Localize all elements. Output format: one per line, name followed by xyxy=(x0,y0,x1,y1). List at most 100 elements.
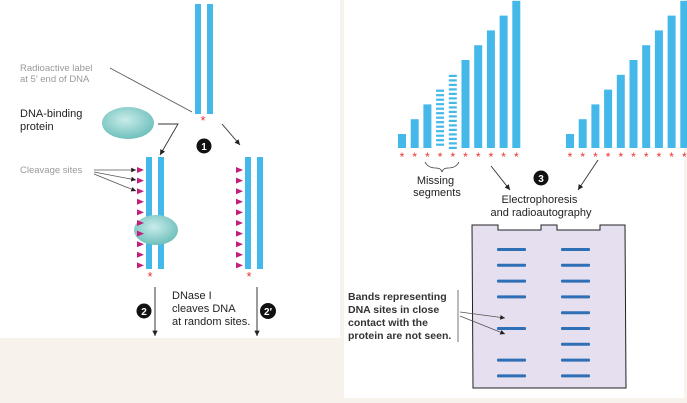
fragment-star: * xyxy=(400,150,405,164)
missing-fragment-dash xyxy=(436,107,445,110)
left-panel xyxy=(0,0,340,403)
cleavage-arrow xyxy=(236,188,243,195)
gel-lane-2-bands xyxy=(561,248,590,378)
missing-fragment-dash xyxy=(448,146,457,149)
gel-band xyxy=(561,358,590,362)
cleavage-arrow xyxy=(137,241,144,248)
missing-fragment-dash xyxy=(436,103,445,106)
dna-fragment xyxy=(474,45,483,149)
missing-fragment-dash xyxy=(448,128,457,131)
missing-fragment-dash xyxy=(448,79,457,82)
radioactive-star-right: * xyxy=(246,269,251,284)
cleavage-arrow xyxy=(236,262,243,269)
fragment-star: * xyxy=(682,150,687,164)
fragment-ladder-left: ********** xyxy=(398,0,521,164)
fragment-star: * xyxy=(438,150,443,164)
fragment-star: * xyxy=(669,150,674,164)
cleavage-arrow xyxy=(137,167,144,173)
gel-slab xyxy=(471,224,627,389)
cleavage-arrow xyxy=(236,177,243,184)
missing-fragment-dash xyxy=(448,142,457,145)
missing-segments-label: Missing segments xyxy=(413,175,461,199)
step-3-number: 3 xyxy=(538,174,544,185)
missing-fragment-dash xyxy=(436,130,445,133)
gel-band xyxy=(497,327,526,330)
cleavage-pointer-2 xyxy=(93,171,137,182)
cleavage-arrow xyxy=(236,220,243,226)
fragment-ladder-right: ********** xyxy=(566,0,687,164)
electro-arrow-right xyxy=(577,159,599,191)
step-3-badge xyxy=(533,170,549,186)
missing-fragment-dash xyxy=(448,106,457,109)
gel-band xyxy=(497,263,526,267)
cleavage-arrow xyxy=(137,188,144,195)
cleavage-arrow xyxy=(137,177,144,184)
radioactive-pointer-line xyxy=(109,67,193,113)
fragment-star: * xyxy=(618,150,623,164)
fragment-star: * xyxy=(568,150,573,164)
cleavage-arrow xyxy=(236,167,243,173)
dna-with-protein xyxy=(146,157,164,269)
gel-band xyxy=(497,279,526,283)
fragment-star: * xyxy=(580,150,585,164)
missing-fragment-dash xyxy=(436,134,445,137)
gel-band xyxy=(561,248,590,251)
radioactive-star-left: * xyxy=(147,269,152,284)
dna-fragment xyxy=(410,119,419,148)
fragment-star: * xyxy=(489,150,494,164)
protein-blob-top xyxy=(102,107,154,139)
cleavage-arrow xyxy=(137,230,144,237)
gel-lane-1-bands xyxy=(497,248,526,378)
step-1-number: 1 xyxy=(201,142,207,153)
cleavage-sites-label: Cleavage sites xyxy=(20,165,83,176)
cleavage-arrow xyxy=(137,198,144,205)
dna-fragment xyxy=(578,119,587,148)
missing-segments-bracket xyxy=(424,161,460,173)
top-dna-duplex xyxy=(195,4,213,114)
radioactive-label-text: Radioactive label at 5′ end of DNA xyxy=(20,63,95,85)
cleavage-arrows-right xyxy=(236,167,243,269)
missing-fragment-dash xyxy=(448,101,457,104)
fragment-star: * xyxy=(501,150,506,164)
fragment-star: * xyxy=(476,150,481,164)
missing-fragment-dash xyxy=(436,89,445,92)
missing-fragment-dash xyxy=(436,143,445,146)
step-2-number: 2 xyxy=(141,307,147,318)
gel-band xyxy=(561,279,590,283)
fragment-star: * xyxy=(463,150,468,164)
missing-fragment-dash xyxy=(448,97,457,100)
gel-band xyxy=(497,248,526,251)
missing-fragment-dash xyxy=(448,119,457,122)
dna-fragment xyxy=(591,104,600,148)
missing-fragment-dash xyxy=(448,133,457,136)
dna-fragment xyxy=(512,0,521,148)
fragment-star: * xyxy=(425,150,430,164)
missing-fragment-dash xyxy=(448,137,457,140)
missing-fragment-dash xyxy=(448,83,457,86)
step-2-badge xyxy=(136,303,152,319)
dnase-text: DNase I cleaves DNA at random sites. xyxy=(172,290,250,328)
fragment-star: * xyxy=(606,150,611,164)
cleavage-arrow xyxy=(137,220,144,226)
cleavage-arrows-left xyxy=(137,167,144,269)
cleavage-arrow xyxy=(137,262,144,269)
dna-fragment xyxy=(629,60,638,148)
gel-band xyxy=(561,263,590,267)
gel-band xyxy=(497,295,526,299)
bands-note: Bands representing DNA sites in close co… xyxy=(348,291,451,342)
dna-fragment xyxy=(604,89,613,148)
step-2prime-badge xyxy=(260,303,276,319)
cleavage-arrow xyxy=(137,209,144,216)
left-panel-footer xyxy=(0,338,340,403)
step-2prime-number: 2′ xyxy=(264,307,273,318)
dna-fragment xyxy=(654,30,663,148)
cleavage-pointer-3 xyxy=(93,173,137,192)
dna-fragment xyxy=(667,15,676,148)
missing-fragment-dash xyxy=(448,88,457,91)
fragment-star: * xyxy=(644,150,649,164)
gel-band xyxy=(561,374,590,378)
cleavage-arrow xyxy=(236,251,243,258)
gel-band xyxy=(497,358,526,362)
dna-fragment xyxy=(398,134,406,148)
